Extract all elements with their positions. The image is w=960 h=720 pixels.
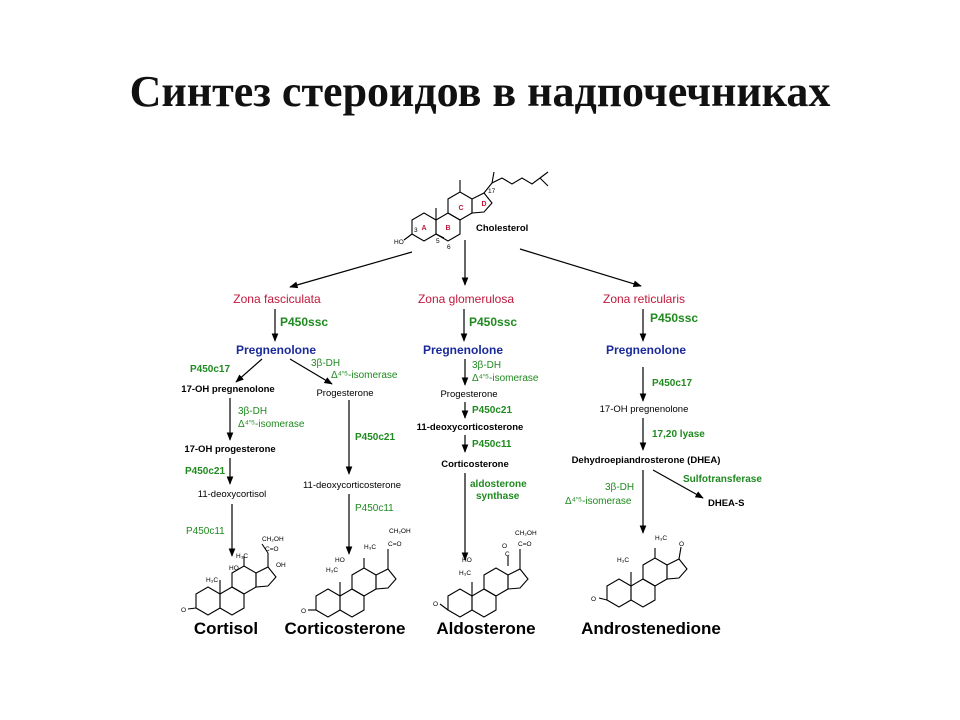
corticosterone-ch2oh-label: CH₂OH xyxy=(389,528,411,535)
androstenedione-h3c-label-1: H₃C xyxy=(617,557,629,564)
pregnenolone-fasc: Pregnenolone xyxy=(236,343,316,357)
cortisol-structure: O H₃C HO H₃C C=O CH₂OH OH xyxy=(181,536,286,616)
enzyme-isomerase-ret: Δ⁴'⁵-isomerase xyxy=(565,496,632,507)
pregnenolone-glom: Pregnenolone xyxy=(423,343,503,357)
enzyme-p450c17-fasc: P450c17 xyxy=(190,364,230,375)
ring-b-label: B xyxy=(445,225,450,232)
corticosterone-ho-label: HO xyxy=(335,557,345,564)
enzyme-p450ssc-glom: P450ssc xyxy=(469,315,517,329)
enzyme-isomerase-fasc-progesterone: Δ⁴'⁵-isomerase xyxy=(331,370,398,381)
corticosterone-structure: O H₃C HO H₃C C=O CH₂OH xyxy=(301,528,411,618)
aldosterone-o-label-1: O xyxy=(433,601,438,608)
cortisol-oh-label: OH xyxy=(276,562,286,569)
enzyme-p450c17-ret: P450c17 xyxy=(652,378,692,389)
arrow-fasc-c17 xyxy=(235,358,263,383)
dhea-s: DHEA-S xyxy=(708,498,744,509)
product-cortisol: Cortisol xyxy=(194,619,258,638)
enzyme-aldosterone-synthase-2: synthase xyxy=(476,491,520,502)
arrow-ret-sulfo xyxy=(652,469,704,499)
product-aldosterone: Aldosterone xyxy=(436,619,535,638)
enzyme-lyase-ret: 17,20 lyase xyxy=(652,429,705,440)
enzyme-p450c11-fasc: P450c11 xyxy=(186,526,225,537)
enzyme-3bdh-fasc: 3β-DH xyxy=(238,406,267,417)
pregnenolone-ret: Pregnenolone xyxy=(606,343,686,357)
cortisol-h3c-label-2: H₃C xyxy=(236,553,248,560)
corticosterone-o-label: O xyxy=(301,608,306,615)
corticosterone-h3c-label-1: H₃C xyxy=(326,567,338,574)
cortisol-h3c-label-1: H₃C xyxy=(206,577,218,584)
androstenedione-o-label-1: O xyxy=(591,596,596,603)
cholesterol-structure: A B C D HO 3 5 6 17 Cholesterol xyxy=(394,171,549,251)
corticosterone-glom: Corticosterone xyxy=(441,459,509,470)
androstenedione-o-label-2: O xyxy=(679,541,684,548)
deoxycortisol: 11-deoxycortisol xyxy=(198,489,266,500)
slide-title: Синтез стероидов в надпочечниках xyxy=(129,67,831,116)
corticosterone-co-label: C=O xyxy=(388,541,402,548)
aldosterone-ho-label: HO xyxy=(462,557,472,564)
aldosterone-ch2oh-label: CH₂OH xyxy=(515,530,537,537)
enzyme-p450ssc-ret: P450ssc xyxy=(650,311,698,325)
aldosterone-co-label: C=O xyxy=(518,541,532,548)
enzyme-3bdh-glom: 3β-DH xyxy=(472,360,501,371)
enzyme-3bdh-fasc-progesterone: 3β-DH xyxy=(311,358,340,369)
cholesterol-c17-label: 17 xyxy=(488,188,496,195)
enzyme-p450c21-fasc: P450c21 xyxy=(185,466,225,477)
arrow-cholesterol-reticularis xyxy=(519,248,642,288)
corticosterone-h3c-label-2: H₃C xyxy=(364,544,376,551)
enzyme-p450c11-fasc-2: P450c11 xyxy=(355,503,394,514)
androstenedione-structure: O H₃C H₃C O xyxy=(591,535,688,608)
zone-fasciculata-label: Zona fasciculata xyxy=(233,292,321,306)
oh17-pregnenolone-ret: 17-OH pregnenolone xyxy=(600,404,689,415)
cortisol-o-label: O xyxy=(181,607,186,614)
androstenedione-h3c-label-2: H₃C xyxy=(655,535,667,542)
progesterone-glom: Progesterone xyxy=(440,389,497,400)
enzyme-p450ssc-fasc: P450ssc xyxy=(280,315,328,329)
zone-glomerulosa-label: Zona glomerulosa xyxy=(418,292,514,306)
enzyme-isomerase-fasc: Δ⁴'⁵-isomerase xyxy=(238,419,305,430)
ring-d-label: D xyxy=(481,201,486,208)
aldosterone-structure: O H₃C HO O C C=O CH₂OH xyxy=(433,530,537,618)
product-corticosterone: Corticosterone xyxy=(285,619,406,638)
cholesterol-ho-label: HO xyxy=(394,239,404,246)
ring-a-label: A xyxy=(421,225,426,232)
oh17-progesterone: 17-OH progesterone xyxy=(184,444,275,455)
ring-c-label: C xyxy=(458,205,463,212)
cholesterol-c6-label: 6 xyxy=(447,244,451,251)
arrow-cholesterol-fasciculata xyxy=(289,251,413,289)
cholesterol-c5-label: 5 xyxy=(436,238,440,245)
enzyme-isomerase-glom: Δ⁴'⁵-isomerase xyxy=(472,373,539,384)
oh17-pregnenolone-fasc: 17-OH pregnenolone xyxy=(181,384,274,395)
cortisol-ho-label: HO xyxy=(229,565,239,572)
progesterone-fasc: Progesterone xyxy=(316,388,373,399)
cortisol-ch2oh-label: CH₂OH xyxy=(262,536,284,543)
enzyme-p450c11-glom: P450c11 xyxy=(472,439,512,450)
aldosterone-h3c-label: H₃C xyxy=(459,570,471,577)
zone-reticularis-label: Zona reticularis xyxy=(603,292,685,306)
deoxycorticosterone-glom: 11-deoxycorticosterone xyxy=(417,422,524,433)
arrow-fasc-3bdh xyxy=(289,358,333,385)
dhea: Dehydroepiandrosterone (DHEA) xyxy=(572,455,721,466)
enzyme-sulfotransferase: Sulfotransferase xyxy=(683,474,762,485)
enzyme-aldosterone-synthase-1: aldosterone xyxy=(470,479,527,490)
cholesterol-c3-label: 3 xyxy=(414,227,418,234)
cholesterol-label: Cholesterol xyxy=(476,223,528,234)
enzyme-3bdh-ret: 3β-DH xyxy=(605,482,634,493)
deoxycorticosterone-fasc: 11-deoxycorticosterone xyxy=(303,480,401,491)
aldosterone-o-label-2: O xyxy=(502,543,507,550)
product-androstenedione: Androstenedione xyxy=(581,619,721,638)
enzyme-p450c21-fasc-2: P450c21 xyxy=(355,432,395,443)
enzyme-p450c21-glom: P450c21 xyxy=(472,405,512,416)
aldosterone-c-label: C xyxy=(505,551,510,558)
cortisol-co-label: C=O xyxy=(265,546,279,553)
